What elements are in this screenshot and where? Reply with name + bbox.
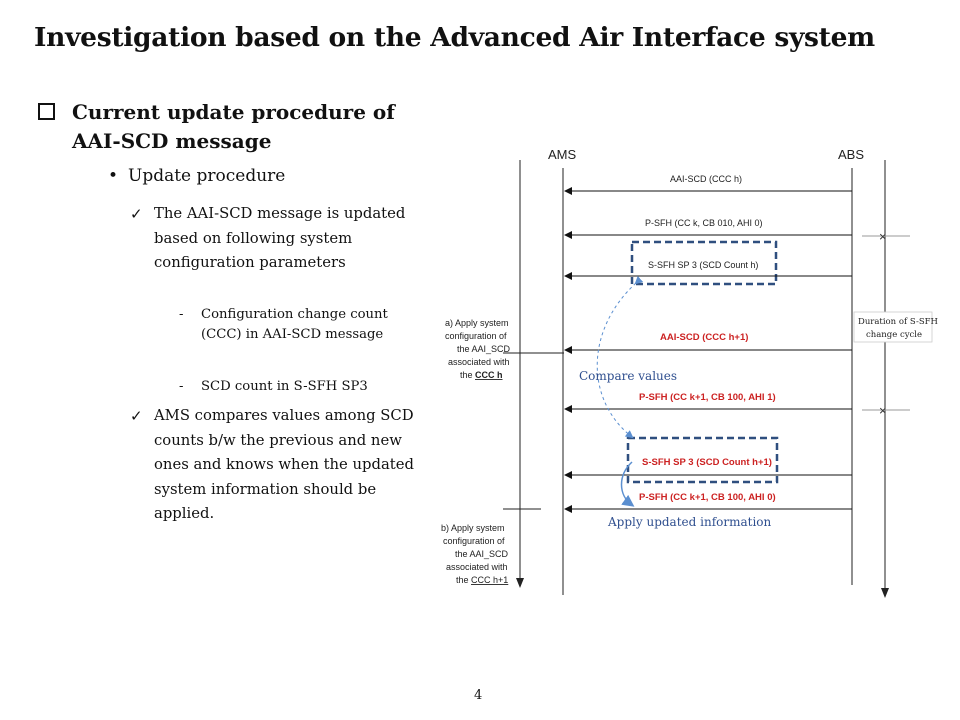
note-b-line-2: configuration of <box>443 536 505 546</box>
message-label-4: AAI-SCD (CCC h+1) <box>660 332 748 343</box>
apply-arrow <box>620 461 635 507</box>
abs-label: ABS <box>838 147 864 162</box>
note-a-ccc: CCC h <box>475 370 503 380</box>
note-a-line-2: configuration of <box>445 331 507 341</box>
bullet-dot-icon: • <box>108 166 119 186</box>
bullet-item-2: ✓ AMS compares values among SCD counts b… <box>130 404 416 527</box>
compare-arrow <box>596 275 644 439</box>
note-b-line-3: the AAI_SCD <box>455 549 509 559</box>
dash-icon: - <box>179 379 184 394</box>
heading-text: Current update procedure of AAI-SCD mess… <box>72 100 395 153</box>
note-b-line-1: b) Apply system <box>441 523 505 533</box>
note-a-line-3: the AAI_SCD <box>457 344 511 354</box>
bullet-2-text: AMS compares values among SCD counts b/w… <box>154 407 414 522</box>
message-label-5: P-SFH (CC k+1, CB 100, AHI 1) <box>639 392 776 403</box>
checkmark-icon: ✓ <box>130 205 143 223</box>
duration-label-box <box>853 311 933 343</box>
sub-item-1-text: Configuration change count (CCC) in AAI-… <box>201 307 388 342</box>
compare-label: Compare values <box>579 369 677 383</box>
note-a-line-1: a) Apply system <box>445 318 509 328</box>
note-b: b) Apply system configuration of the AAI… <box>441 523 509 585</box>
note-b-prefix: the <box>456 575 471 585</box>
page-number: 4 <box>474 688 483 703</box>
cross-icon: × <box>879 403 887 418</box>
cross-icon: × <box>879 229 887 244</box>
note-a: a) Apply system configuration of the AAI… <box>445 318 511 380</box>
highlight-box-2 <box>626 436 779 484</box>
note-a-prefix: the <box>460 370 475 380</box>
bullet-item-1: ✓ The AAI-SCD message is updated based o… <box>130 202 416 276</box>
duration-label-line-1: Duration of S-SFH <box>858 317 938 327</box>
message-label-6: S-SFH SP 3 (SCD Count h+1) <box>642 457 772 468</box>
message-label-2: P-SFH (CC k, CB 010, AHI 0) <box>645 218 763 228</box>
sub-item-2-text: SCD count in S-SFH SP3 <box>201 379 368 394</box>
sub-item-1: - Configuration change count (CCC) in AA… <box>179 305 411 345</box>
dash-icon: - <box>179 307 184 322</box>
highlight-box-1 <box>630 240 778 286</box>
note-b-line-4: associated with <box>446 562 508 572</box>
right-timeline-arrowhead <box>881 588 889 598</box>
duration-label-line-2: change cycle <box>866 330 922 340</box>
sub-heading-text: Update procedure <box>128 166 286 186</box>
note-a-line-5: the CCC h <box>460 370 503 380</box>
checkmark-icon: ✓ <box>130 407 143 425</box>
message-label-7: P-SFH (CC k+1, CB 100, AHI 0) <box>639 492 776 503</box>
apply-label: Apply updated information <box>607 515 772 529</box>
sub-heading-item: • Update procedure <box>108 166 286 186</box>
ams-label: AMS <box>548 147 577 162</box>
note-b-ccc: CCC h+1 <box>471 575 508 585</box>
note-b-line-5: the CCC h+1 <box>456 575 508 585</box>
checkbox-bullet-icon <box>38 103 55 120</box>
bullet-1-text: The AAI-SCD message is updated based on … <box>154 205 406 271</box>
note-a-line-4: associated with <box>448 357 510 367</box>
message-label-3: S-SFH SP 3 (SCD Count h) <box>648 260 758 270</box>
left-timeline-arrowhead <box>516 578 524 588</box>
slide-title: Investigation based on the Advanced Air … <box>34 22 875 53</box>
sub-item-2: - SCD count in S-SFH SP3 <box>179 377 411 397</box>
heading-item: Current update procedure of AAI-SCD mess… <box>38 98 418 156</box>
message-label-1: AAI-SCD (CCC h) <box>670 174 742 184</box>
